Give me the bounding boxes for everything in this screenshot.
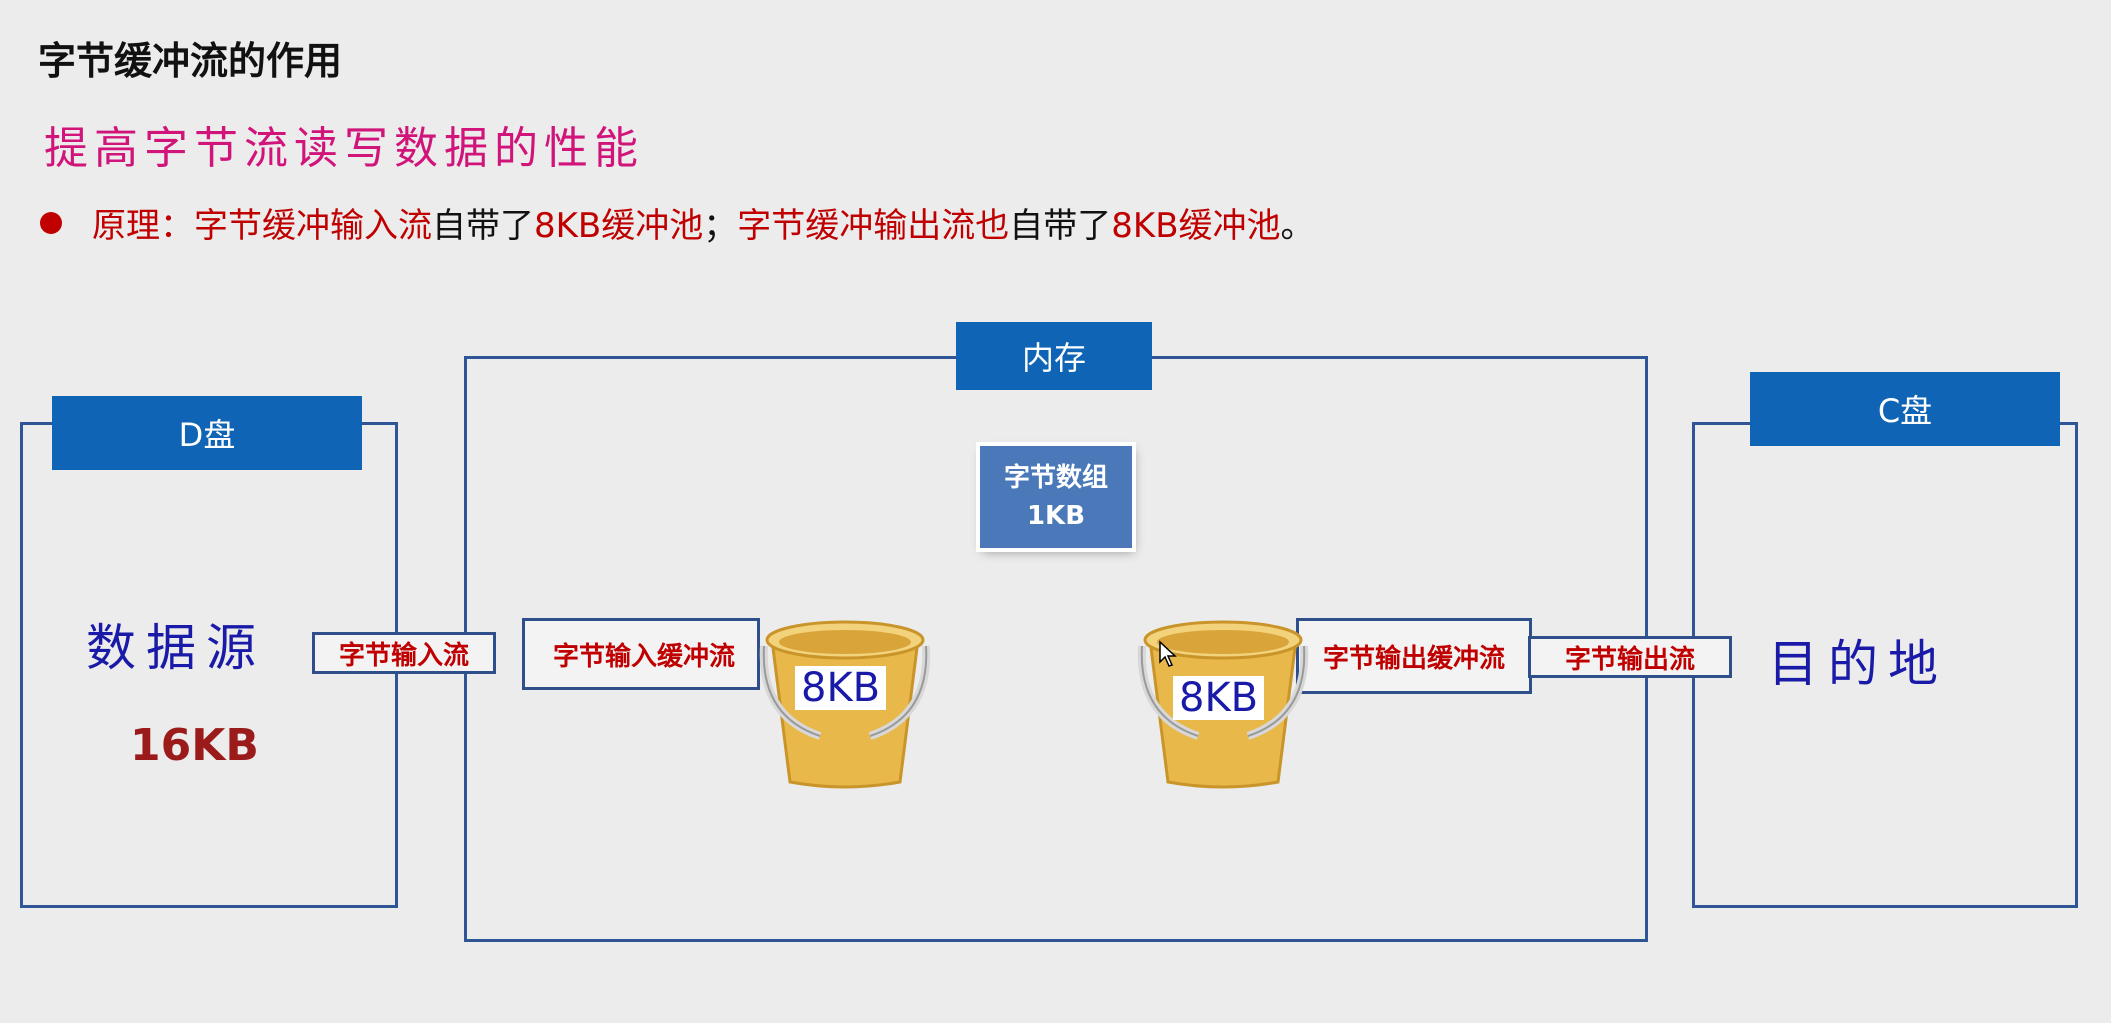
input-buffer-bucket: 8KB xyxy=(750,606,940,790)
input-stream-box: 字节输入流 xyxy=(312,632,496,674)
byte-array-label: 字节数组 xyxy=(1003,463,1108,493)
output-buffer-bucket: 8KB xyxy=(1128,606,1318,790)
byte-array-box: 字节数组 1KB xyxy=(980,446,1132,548)
buffered-output-stream-box: 字节输出缓冲流 xyxy=(1296,618,1532,694)
c-disk-header: C盘 xyxy=(1750,372,2060,446)
principle-output-pool: 8KB缓冲池 xyxy=(1111,206,1281,246)
memory-header: 内存 xyxy=(956,322,1152,390)
data-source-label: 数据源 xyxy=(86,619,266,677)
output-bucket-size: 8KB xyxy=(1173,676,1265,720)
mouse-cursor-icon xyxy=(1159,640,1177,667)
slide-subtitle: 提高字节流读写数据的性能 xyxy=(44,123,644,174)
d-disk-header: D盘 xyxy=(52,396,362,470)
destination-label: 目的地 xyxy=(1768,635,1948,693)
principle-text: 自带了 xyxy=(1009,206,1112,246)
buffered-input-stream-box: 字节输入缓冲流 xyxy=(522,618,760,690)
principle-input-stream: 字节缓冲输入流 xyxy=(194,206,432,246)
source-size: 16KB xyxy=(130,720,259,771)
bullet-dot-icon xyxy=(40,211,62,234)
byte-array-size: 1KB xyxy=(1026,501,1086,531)
principle-output-stream: 字节缓冲输出流也 xyxy=(737,206,1010,246)
principle-text: 自带了 xyxy=(432,206,534,246)
principle-prefix: 原理： xyxy=(92,206,194,246)
input-bucket-size: 8KB xyxy=(795,666,887,710)
principle-bullet: 原理： 字节缓冲输入流 自带了 8KB缓冲池 ； 字节缓冲输出流也 自带了 8K… xyxy=(40,198,1315,247)
slide-title: 字节缓冲流的作用 xyxy=(38,39,343,83)
principle-input-pool: 8KB缓冲池 xyxy=(534,206,704,246)
output-stream-box: 字节输出流 xyxy=(1528,636,1732,678)
principle-separator: ； xyxy=(703,206,738,246)
principle-end: 。 xyxy=(1280,206,1315,246)
